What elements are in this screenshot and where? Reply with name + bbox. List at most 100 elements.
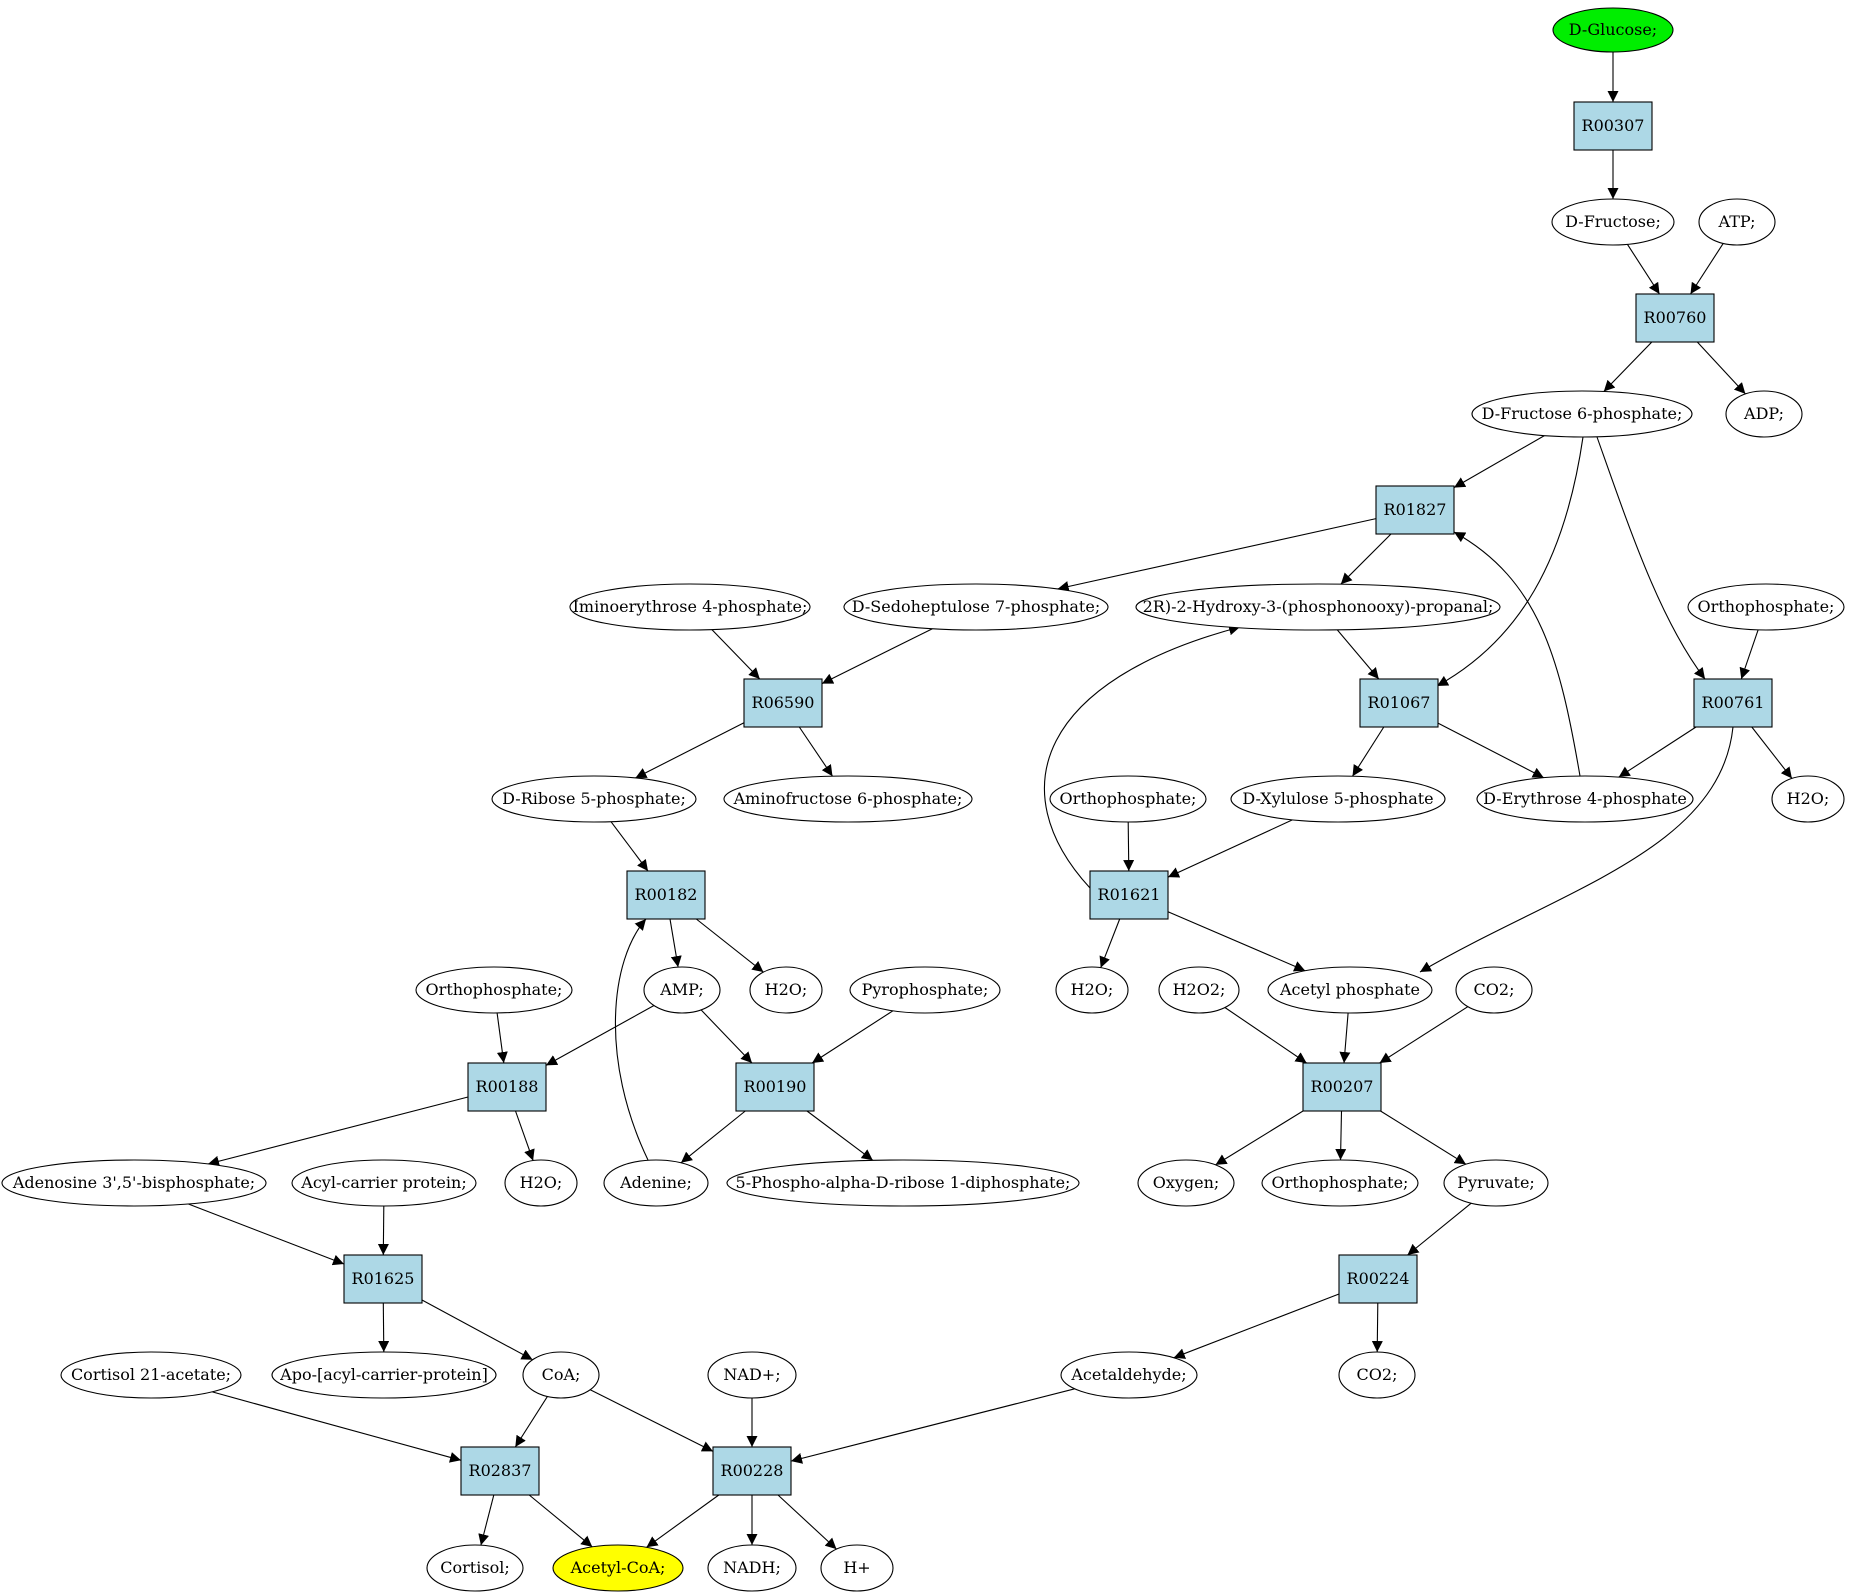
reaction-node[interactable]: R01625: [343, 1254, 423, 1304]
edge-arrow: [1339, 1012, 1351, 1064]
compound-node[interactable]: Orthophosphate;: [1049, 775, 1207, 823]
compound-ellipse: [291, 1159, 477, 1207]
reaction-node[interactable]: R00188: [467, 1062, 547, 1112]
compound-label: Oxygen;: [1153, 1173, 1220, 1192]
edge-arrow: [1696, 341, 1746, 395]
compound-node[interactable]: Pyrophosphate;: [849, 966, 1001, 1014]
reaction-node[interactable]: R00224: [1338, 1254, 1418, 1304]
compound-label: Adenine;: [619, 1173, 692, 1192]
compound-node[interactable]: Acetyl-CoA;: [552, 1544, 684, 1592]
edge-arrow: [1407, 1202, 1472, 1256]
edge-arrow: [700, 1009, 753, 1064]
compound-node[interactable]: H+: [820, 1544, 894, 1592]
reaction-node[interactable]: R01621: [1089, 870, 1169, 920]
reaction-label: R00307: [1582, 116, 1645, 135]
edge-arrow: [1453, 435, 1545, 489]
reaction-node[interactable]: R02837: [460, 1446, 540, 1496]
reaction-node[interactable]: R00761: [1693, 678, 1773, 728]
compound-ellipse: [1, 1159, 267, 1207]
compound-label: CO2;: [1474, 980, 1515, 999]
reaction-label: R00188: [476, 1077, 539, 1096]
reaction-label: R01827: [1384, 500, 1447, 519]
reaction-node[interactable]: R00207: [1302, 1062, 1382, 1112]
edge-arrow: [1739, 629, 1759, 680]
compound-node[interactable]: Orthophosphate;: [1687, 583, 1845, 631]
edge-arrow: [669, 918, 682, 968]
compound-label: 5-Phospho-alpha-D-ribose 1-diphosphate;: [736, 1173, 1071, 1192]
compound-node[interactable]: D-Xylulose 5-phosphate: [1230, 775, 1446, 823]
compound-node[interactable]: CoA;: [522, 1351, 600, 1399]
reaction-node[interactable]: R00182: [626, 870, 706, 920]
compound-node[interactable]: H2O;: [749, 966, 823, 1014]
compound-node[interactable]: H2O;: [1055, 966, 1129, 1014]
compound-node[interactable]: Aminofructose 6-phosphate;: [723, 775, 973, 823]
compound-ellipse: [1055, 966, 1129, 1014]
compound-ellipse: [1552, 7, 1674, 53]
edge-arrow: [207, 1096, 469, 1167]
compound-label: D-Sedoheptulose 7-phosphate;: [852, 597, 1100, 616]
compound-node[interactable]: H2O2;: [1158, 966, 1240, 1014]
edge-arrow: [1340, 533, 1392, 585]
compound-label: D-Ribose 5-phosphate;: [502, 789, 686, 808]
edge-arrow: [806, 1110, 874, 1161]
reaction-node[interactable]: R01827: [1375, 485, 1455, 535]
compound-node[interactable]: D-Fructose 6-phosphate;: [1471, 390, 1693, 438]
compound-node[interactable]: Oxygen;: [1137, 1159, 1235, 1207]
compound-node[interactable]: Adenosine 3',5'-bisphosphate;: [1, 1159, 267, 1207]
compound-label: Cortisol 21-acetate;: [71, 1365, 231, 1384]
edge-arrow: [811, 1010, 894, 1064]
compound-ellipse: [723, 775, 973, 823]
compound-node[interactable]: Iminoerythrose 4-phosphate;: [569, 583, 811, 631]
compound-node[interactable]: D-Glucose;: [1552, 7, 1674, 53]
reaction-box: [1089, 870, 1169, 920]
edge-arrow: [1419, 726, 1734, 973]
edge-arrow: [1626, 244, 1660, 295]
edge-arrow: [1173, 1293, 1340, 1359]
compound-node[interactable]: Apo-[acyl-carrier-protein]: [271, 1351, 497, 1399]
compound-node[interactable]: D-Fructose;: [1551, 198, 1675, 246]
compound-node[interactable]: Acetaldehyde;: [1060, 1351, 1198, 1399]
reaction-node[interactable]: R06590: [743, 678, 823, 728]
edge-arrow: [1380, 1110, 1467, 1165]
reaction-box: [1375, 485, 1455, 535]
compound-node[interactable]: AMP;: [643, 966, 721, 1014]
edge-arrow: [421, 1299, 533, 1361]
compound-label: Acetaldehyde;: [1070, 1365, 1186, 1384]
compound-node[interactable]: ATP;: [1698, 198, 1776, 246]
compound-node[interactable]: Orthophosphate;: [415, 966, 573, 1014]
compound-node[interactable]: D-Ribose 5-phosphate;: [491, 775, 697, 823]
reaction-box: [1302, 1062, 1382, 1112]
compound-node[interactable]: Cortisol;: [426, 1544, 524, 1592]
compound-node[interactable]: Cortisol 21-acetate;: [60, 1351, 242, 1399]
compound-node[interactable]: D-Sedoheptulose 7-phosphate;: [843, 583, 1109, 631]
compound-node[interactable]: H2O;: [1771, 775, 1845, 823]
compound-node[interactable]: Acyl-carrier protein;: [291, 1159, 477, 1207]
compound-label: Adenosine 3',5'-bisphosphate;: [12, 1173, 255, 1192]
compound-ellipse: [1267, 966, 1433, 1014]
compound-node[interactable]: NAD+;: [707, 1351, 797, 1399]
compound-node[interactable]: Pyruvate;: [1443, 1159, 1549, 1207]
compound-ellipse: [60, 1351, 242, 1399]
compound-node[interactable]: CO2;: [1455, 966, 1533, 1014]
reaction-node[interactable]: R01067: [1359, 678, 1439, 728]
compound-node[interactable]: Acetyl phosphate: [1267, 966, 1433, 1014]
compound-node[interactable]: H2O;: [504, 1159, 578, 1207]
reaction-node[interactable]: R00307: [1573, 101, 1653, 151]
compound-node[interactable]: CO2;: [1338, 1351, 1416, 1399]
compound-node[interactable]: 5-Phospho-alpha-D-ribose 1-diphosphate;: [726, 1159, 1080, 1207]
compound-ellipse: [552, 1544, 684, 1592]
compound-node[interactable]: 2R)-2-Hydroxy-3-(phosphonooxy)-propanal;: [1135, 583, 1501, 631]
reaction-node[interactable]: R00228: [712, 1446, 792, 1496]
compound-node[interactable]: ADP;: [1725, 390, 1803, 438]
compound-node[interactable]: NADH;: [707, 1544, 797, 1592]
compound-node[interactable]: Adenine;: [603, 1159, 709, 1207]
compound-label: H2O;: [1787, 789, 1830, 808]
compound-node[interactable]: D-Erythrose 4-phosphate: [1476, 775, 1694, 823]
reaction-node[interactable]: R00760: [1635, 293, 1715, 343]
reaction-label: R01621: [1098, 885, 1161, 904]
compound-node[interactable]: Orthophosphate;: [1261, 1159, 1419, 1207]
compound-label: 2R)-2-Hydroxy-3-(phosphonooxy)-propanal;: [1143, 597, 1494, 616]
compound-label: ATP;: [1718, 212, 1756, 231]
compound-ellipse: [1338, 1351, 1416, 1399]
reaction-node[interactable]: R00190: [735, 1062, 815, 1112]
